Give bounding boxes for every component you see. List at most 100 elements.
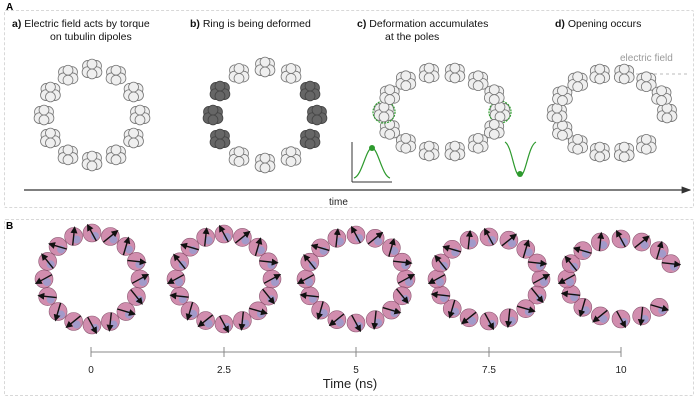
protein-domain (204, 319, 213, 328)
tubulin-subunit (567, 71, 589, 93)
dipole-arrow-icon (661, 260, 682, 268)
tubulin-subunit (129, 104, 151, 126)
tubulin-subunit (123, 127, 144, 149)
dipole-arrow-icon (572, 246, 592, 254)
dipole-arrow-icon (393, 259, 413, 267)
tubulin-subunit (299, 128, 321, 150)
dipole-arrow-icon (634, 235, 650, 249)
tubulin-subunit (395, 132, 417, 154)
tubulin-subunit (552, 120, 573, 141)
tubulin-subunit (651, 85, 672, 106)
md-ring-0ns (34, 223, 150, 335)
dipole-arrow-icon (532, 274, 551, 284)
tubulin-subunit (589, 141, 611, 163)
md-ring-5ns (296, 225, 416, 333)
dipole-arrow-icon (263, 274, 282, 284)
dipole-arrow-icon (249, 307, 268, 316)
dipole-arrow-icon (65, 315, 82, 329)
dipole-arrow-icon (447, 299, 456, 319)
dipole-arrow-icon (530, 287, 544, 304)
panel-b-letter: B (6, 221, 14, 232)
tubulin-subunit (40, 81, 61, 103)
tubulin-subunit (254, 152, 276, 174)
dipole-arrow-icon (219, 224, 229, 243)
md-ring-10ns (557, 229, 682, 329)
tubulin-subunit (228, 146, 250, 167)
tubulin-subunit (656, 102, 678, 124)
panel-a-letter: A (6, 2, 14, 13)
step-c-caption: c) Deformation accumulates at the poles (357, 18, 517, 44)
time-axis-title: Time (ns) (322, 376, 378, 391)
protein-domain (507, 239, 516, 248)
protein-domain (175, 278, 183, 286)
ring-c-tubulin-ring-icon (372, 62, 512, 162)
tubulin-subunit (105, 64, 127, 86)
dipole-arrow-icon (310, 243, 330, 252)
step-d-letter: d) (555, 18, 565, 30)
step-b-letter: b) (190, 18, 200, 30)
dipole-arrow-icon (303, 254, 316, 270)
dipole-arrow-icon (131, 274, 150, 284)
protein-domain (599, 314, 608, 323)
tick-7-5: 7.5 (482, 365, 496, 376)
dipole-arrow-icon (442, 244, 462, 253)
dipole-arrow-icon (388, 237, 396, 257)
dipole-arrow-icon (397, 274, 416, 284)
tubulin-subunit (57, 144, 79, 166)
tubulin-subunit (489, 101, 511, 123)
tubulin-subunit (81, 58, 103, 80)
dipole-arrow-icon (197, 314, 214, 328)
electric-field-label: electric field (620, 53, 673, 64)
dipole-arrow-icon (259, 258, 279, 266)
dipole-arrow-icon (367, 231, 384, 245)
tubulin-subunit (567, 133, 589, 155)
dipole-arrow-icon (655, 240, 664, 260)
dipole-arrow-icon (87, 223, 97, 242)
protein-domain (335, 318, 344, 327)
dipole-arrow-icon (597, 231, 605, 252)
step-a-line1: Electric field acts by torque (24, 18, 150, 30)
dipole-arrow-icon (173, 253, 186, 270)
tubulin-subunit (280, 146, 302, 167)
md-ring-2-5ns (166, 224, 282, 334)
dipole-arrow-icon (637, 306, 645, 327)
panel-b-frame (4, 219, 694, 396)
tubulin-subunit (635, 133, 657, 155)
dipole-arrow-icon (254, 237, 263, 257)
dipole-arrow-icon (316, 301, 324, 321)
tubulin-subunit (299, 80, 321, 102)
panel-a-frame (4, 10, 694, 208)
protein-domain (374, 237, 383, 246)
dipole-arrow-icon (578, 298, 587, 318)
tubulin-subunit (589, 63, 611, 85)
protein-domain (72, 235, 81, 244)
dipole-arrow-icon (48, 242, 67, 250)
tubulin-subunit (209, 128, 231, 150)
protein-domain (335, 237, 344, 246)
ring-b-tubulin-ring-icon (202, 56, 328, 174)
dipole-arrow-icon (564, 255, 578, 272)
dipole-arrow-icon (166, 274, 185, 284)
tubulin-subunit (280, 63, 302, 84)
dipole-arrow-icon (461, 311, 477, 325)
dipole-arrow-icon (202, 227, 210, 247)
dipole-arrow-icon (371, 310, 379, 330)
dipole-arrow-icon (434, 254, 448, 271)
protein-domain (109, 235, 118, 244)
dipole-arrow-icon (106, 312, 114, 332)
protein-domain (43, 278, 51, 286)
step-a-line2: on tubulin dipoles (50, 31, 132, 43)
protein-domain (256, 246, 265, 255)
dipole-arrow-icon (351, 314, 361, 333)
dipole-arrow-icon (41, 253, 54, 269)
dipole-arrow-icon (351, 225, 361, 244)
ring-d-tubulin-ring-icon (546, 63, 678, 163)
dipole-arrow-icon (262, 288, 275, 305)
tubulin-subunit (613, 141, 635, 163)
step-d-line1: Opening occurs (567, 18, 642, 30)
dipole-arrow-icon (296, 274, 315, 284)
dipole-arrow-icon (465, 229, 473, 250)
protein-domain (658, 249, 667, 258)
tubulin-subunit (209, 80, 231, 102)
